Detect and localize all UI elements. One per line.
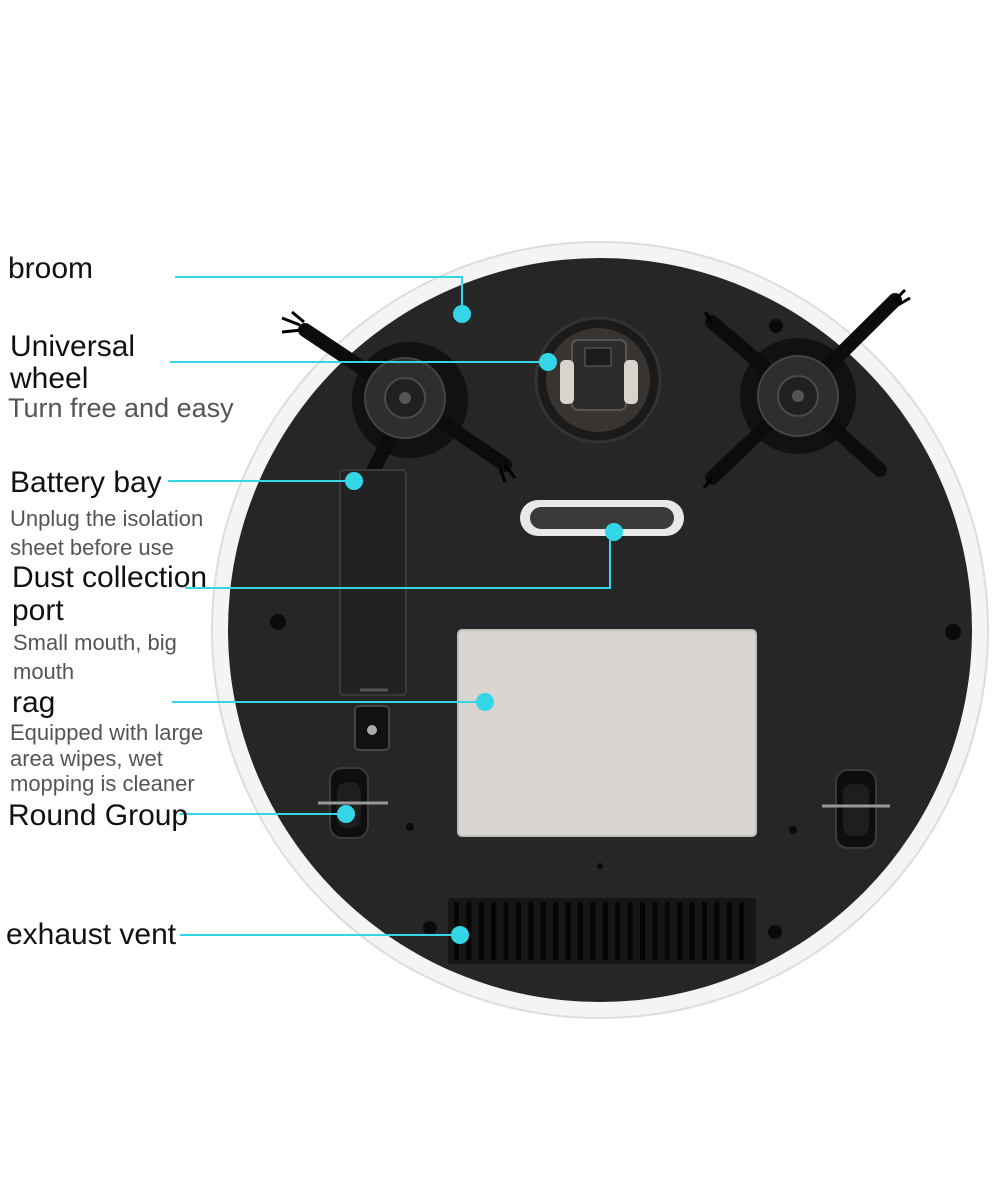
rag-label: rag — [12, 686, 56, 719]
rag-dot — [476, 693, 494, 711]
vent-slat — [590, 902, 596, 960]
vent-slat — [565, 902, 571, 960]
universal-wheel-subtitle: Turn free and easy — [8, 393, 234, 423]
broom-label: broom — [8, 252, 94, 285]
battery-bay-subtitle-line2: sheet before use — [10, 535, 174, 560]
universal-wheel-dot — [539, 353, 557, 371]
vent-slat — [478, 902, 484, 960]
right-drive-wheel — [822, 769, 890, 849]
vent-slat — [528, 902, 534, 960]
battery-bay-subtitle-line1: Unplug the isolation — [10, 506, 204, 531]
dust-collection-port — [520, 500, 684, 536]
vent-slat — [540, 902, 546, 960]
battery-bay-dot — [345, 472, 363, 490]
round-group-label: Round Group — [8, 799, 189, 832]
broom-dot — [453, 305, 471, 323]
callout-lines — [168, 276, 611, 936]
vent-slat — [503, 902, 509, 960]
vent-slat — [689, 902, 695, 960]
vent-slat — [664, 902, 670, 960]
vent-slat — [677, 902, 683, 960]
vent-slat — [553, 902, 559, 960]
vent-slat — [652, 902, 658, 960]
vent-slat — [615, 902, 621, 960]
left-drive-wheel — [318, 767, 388, 839]
vent-slat — [466, 902, 472, 960]
left-side-brush — [281, 310, 517, 521]
dust-port-label-line1: Dust collection — [12, 561, 208, 594]
vent-slat — [602, 902, 608, 960]
right-side-brush — [702, 288, 911, 489]
battery-bay-label: Battery bay — [10, 466, 162, 499]
exhaust-vent-dot — [451, 926, 469, 944]
exhaust-vent-label: exhaust vent — [6, 918, 177, 951]
rag-subtitle-line3: mopping is cleaner — [10, 771, 195, 796]
vent-slat — [702, 902, 707, 960]
vent-slat — [714, 902, 720, 960]
universal-wheel-label-line2: wheel — [10, 362, 89, 395]
dust-port-dot — [605, 523, 623, 541]
universal-wheel — [534, 316, 662, 444]
vent-slat — [640, 902, 645, 960]
dust-port-subtitle-line2: mouth — [13, 659, 75, 684]
vent-slat — [627, 902, 633, 960]
broom-leader-line — [175, 276, 463, 312]
universal-wheel-label-line1: Universal — [10, 330, 136, 363]
mop-rag — [457, 629, 757, 837]
rag-subtitle-line1: Equipped with large — [10, 720, 204, 745]
rag-subtitle-line2: area wipes, wet — [10, 746, 163, 771]
round-group-dot — [337, 805, 355, 823]
dust-port-label-line2: port — [12, 594, 64, 627]
vent-slat — [516, 902, 521, 960]
exhaust-vent — [448, 898, 756, 964]
screw-holes — [270, 319, 961, 939]
vent-slat — [491, 902, 497, 960]
vent-slat — [726, 902, 732, 960]
battery-bay — [339, 469, 407, 751]
vent-slat — [578, 902, 583, 960]
dust-port-subtitle-line1: Small mouth, big — [13, 630, 177, 655]
dust-port-leader-line — [185, 532, 611, 589]
callout-dots — [337, 305, 623, 944]
vent-slat — [739, 902, 745, 960]
